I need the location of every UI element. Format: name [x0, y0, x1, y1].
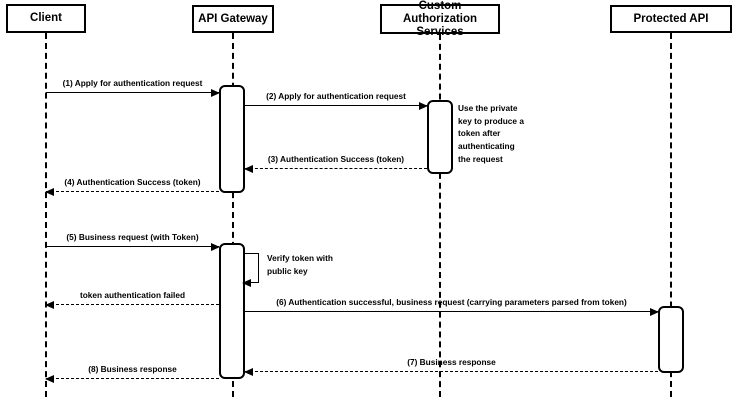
- arrowhead-left-icon: [244, 367, 253, 376]
- self-message-verify-token-label: Verify token with public key: [267, 253, 333, 276]
- arrowhead-right-icon: [650, 307, 659, 316]
- actor-label-custom-authorization-services: Custom Authorization Services: [402, 0, 478, 38]
- message-3-label: (3) Authentication Success (token): [267, 154, 405, 164]
- actor-box-protected-api: Protected API: [610, 5, 732, 33]
- activation-api-gateway-business: [219, 243, 245, 379]
- activation-api-gateway-auth: [219, 85, 245, 193]
- lifeline-custom-authorization-services: [439, 34, 441, 397]
- actor-label-client: Client: [30, 12, 62, 24]
- lifeline-client: [45, 33, 47, 397]
- message-7-label: (7) Business response: [407, 357, 496, 367]
- arrowhead-left-icon: [242, 279, 251, 287]
- self-message-verify-token-arrow: [242, 253, 259, 287]
- arrowhead-right-icon: [211, 88, 220, 97]
- arrowhead-right-icon: [211, 242, 220, 251]
- lifeline-protected-api: [670, 33, 672, 397]
- activation-protected-api: [658, 306, 684, 373]
- note-private-key: Use the private key to produce a token a…: [458, 103, 524, 164]
- actor-label-api-gateway: API Gateway: [198, 12, 268, 25]
- actor-label-protected-api: Protected API: [633, 12, 709, 25]
- activation-custom-authorization-services: [427, 100, 453, 174]
- arrowhead-left-icon: [45, 300, 54, 309]
- message-token-failed-label: token authentication failed: [79, 290, 186, 300]
- arrowhead-left-icon: [45, 187, 54, 196]
- actor-box-client: Client: [6, 4, 86, 33]
- message-6-label: (6) Authentication successful, business …: [276, 297, 627, 307]
- arrowhead-right-icon: [419, 101, 428, 110]
- arrowhead-left-icon: [244, 164, 253, 173]
- message-4-label: (4) Authentication Success (token): [64, 177, 201, 187]
- message-1-label: (1) Apply for authentication request: [62, 78, 203, 88]
- message-5-label: (5) Business request (with Token): [66, 232, 199, 242]
- message-2-label: (2) Apply for authentication request: [266, 91, 406, 101]
- actor-box-api-gateway: API Gateway: [192, 5, 274, 33]
- arrowhead-left-icon: [45, 374, 54, 383]
- actor-box-custom-authorization-services: Custom Authorization Services: [380, 0, 500, 38]
- lifeline-api-gateway: [232, 33, 234, 397]
- message-8-label: (8) Business response: [88, 364, 177, 374]
